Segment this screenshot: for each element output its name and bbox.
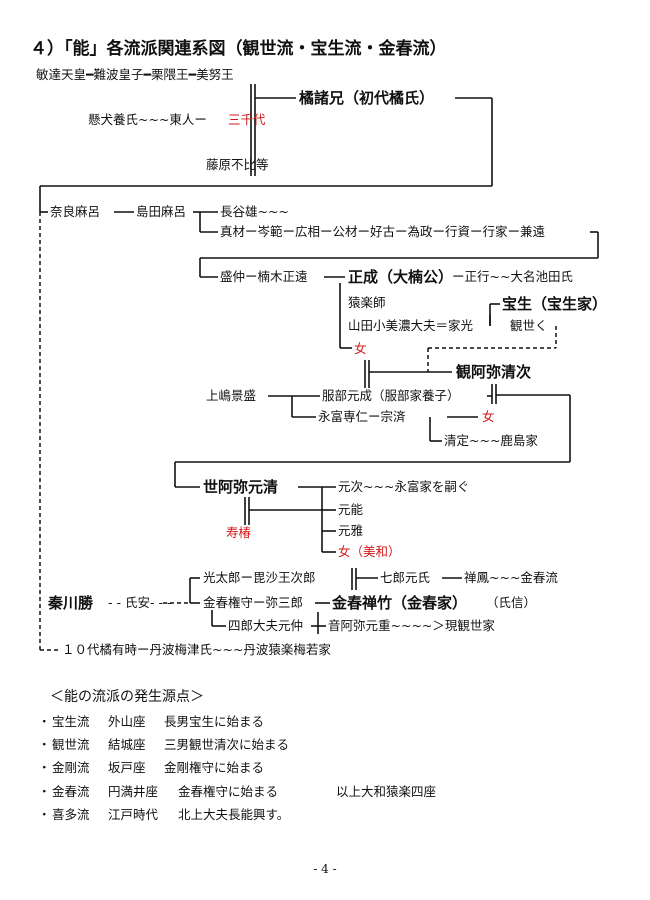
node-onna-miwa: 女（美和） — [338, 544, 401, 559]
node-tachibana-aritoki: １０代橘有時ー丹波梅津氏~~~丹波猿楽梅若家 — [62, 642, 331, 657]
node-haseo: 長谷雄~~~ — [220, 204, 289, 219]
node-kotaro: 光太郎ー毘沙王次郎 — [203, 570, 316, 585]
node-kanami: 観阿弥清次 — [456, 363, 532, 381]
node-hattori-motonari: 服部元成（服部家養子） — [322, 388, 460, 403]
node-sanemoto-line: 真材ー岑範ー広相ー公材ー好古ー為政ー行資ー行家ー兼遠 — [220, 224, 546, 239]
node-ujinobu: （氏信） — [486, 595, 537, 610]
node-onna-1: 女 — [354, 341, 367, 356]
node-fujiwara-fuhito: 藤原不比等 — [206, 157, 269, 172]
node-ujiyasu: - - 氏安- - - — [108, 595, 172, 610]
node-mototsugu: 元次~~~永富家を嗣ぐ — [338, 479, 470, 494]
node-tachibana-moroe: 橘諸兄（初代橘氏） — [299, 89, 435, 107]
node-shiro-motonaka: 四郎大夫元仲 — [228, 618, 304, 633]
node-kamijima-kagemori: 上嶋景盛 — [206, 388, 257, 403]
node-masatsura: ー正行~~大名池田氏 — [452, 269, 573, 284]
node-hata-kawakatsu: 秦川勝 — [48, 594, 94, 612]
node-yamada-minodayu: 山田小美濃大夫＝家光 — [348, 318, 474, 333]
node-masashige: 正成（大楠公） — [348, 268, 454, 286]
node-naramaro: 奈良麻呂 — [50, 204, 101, 219]
node-zenpo: 禅鳳~~~金春流 — [464, 570, 558, 585]
node-motomasa: 元雅 — [338, 523, 364, 538]
node-shichiro-motouji: 七郎元氏 — [380, 570, 431, 585]
origin-title: ＜能の流派の発生源点＞ — [50, 689, 204, 705]
node-agata-inukai: 懸犬養氏~~~東人ー — [88, 112, 207, 127]
node-onna-2: 女 — [482, 409, 495, 424]
yamato-four-za-note: 以上大和猿楽四座 — [336, 784, 437, 799]
node-komparu-gonnokami: 金春権守ー弥三郎 — [203, 595, 304, 610]
node-komparu-zenchiku: 金春禅竹（金春家） — [332, 594, 468, 612]
node-zeami: 世阿弥元清 — [203, 478, 279, 496]
page-title: ４）「能」各流派関連系図（観世流・宝生流・金春流） — [30, 39, 447, 59]
node-shimadamaro: 島田麻呂 — [136, 204, 187, 219]
node-michiyo: 三千代 — [228, 112, 266, 127]
school-row: ・観世流結城座三男観世清次に始まる — [38, 737, 290, 752]
node-nagatomi: 永富専仁ー宗済 — [318, 409, 406, 424]
school-row: ・金剛流坂戸座金剛権守に始まる — [38, 760, 265, 775]
node-bidatsu-line: 敏達天皇━難波皇子━栗隈王━美努王 — [36, 67, 234, 82]
node-onami: 音阿弥元重~~~~＞現観世家 — [328, 618, 495, 633]
node-hosho: 宝生（宝生家） — [502, 295, 608, 313]
node-motoyoshi: 元能 — [338, 502, 364, 517]
node-morinaka: 盛仲ー楠木正遠 — [220, 269, 308, 284]
node-jucin: 寿椿 — [226, 525, 252, 540]
school-row: ・宝生流外山座長男宝生に始まる — [38, 714, 265, 729]
node-sarugakushi: 猿楽師 — [348, 295, 386, 310]
node-kanze-ku: 観世く — [510, 318, 548, 333]
school-row: ・喜多流江戸時代北上大夫長能興す。 — [38, 807, 290, 822]
page-number: - 4 - — [313, 862, 337, 876]
node-kiyosada: 清定~~~鹿島家 — [444, 433, 538, 448]
school-row: ・金春流円満井座金春権守に始まる — [38, 784, 279, 799]
